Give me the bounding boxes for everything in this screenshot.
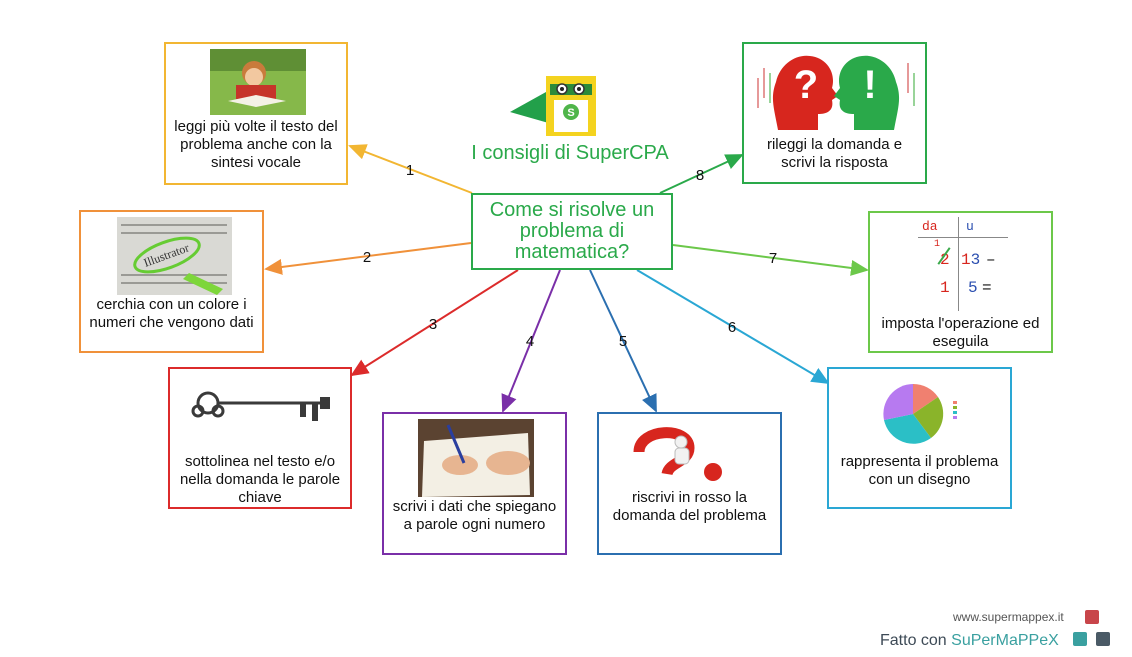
step-node-1[interactable]: leggi più volte il testo del problema an… xyxy=(164,42,348,185)
edge-label-5: 5 xyxy=(618,333,628,350)
footer-brand[interactable]: Fatto con SuPerMaPPeX xyxy=(880,632,1059,650)
footer-prefix: Fatto con xyxy=(880,632,952,649)
teal-square-logo xyxy=(1073,632,1087,646)
map-title: I consigli di SuperCPA xyxy=(471,142,669,164)
question-exclamation-heads-image: ? ! xyxy=(748,48,924,130)
borrow-digit: 1 xyxy=(934,239,941,250)
svg-text:!: ! xyxy=(863,63,876,107)
edge-label-8: 8 xyxy=(695,167,705,184)
edge-label-3: 3 xyxy=(428,316,438,333)
minuend-units: 13 xyxy=(961,251,981,269)
central-question[interactable]: Come si risolve un problema di matematic… xyxy=(471,193,673,270)
minuend-tens: 2 xyxy=(940,251,950,269)
subtrahend-tens: 1 xyxy=(940,279,950,297)
supercpa-mascot: S xyxy=(508,72,600,138)
hand-writing-notebook-image xyxy=(418,419,534,497)
child-reading-book-image xyxy=(210,49,306,115)
column-subtraction: da u 1 2 13 – 1 5 = xyxy=(918,217,1020,313)
edge-label-4: 4 xyxy=(525,333,535,350)
step-node-8[interactable]: ? ! rileggi la domanda e scrivi la rispo… xyxy=(742,42,927,184)
edge-6 xyxy=(636,269,830,385)
subtrahend-units: 5 xyxy=(968,279,978,297)
step-text-2: cerchia con un colore i numeri che vengo… xyxy=(89,296,254,331)
edge-2 xyxy=(264,242,472,275)
step-text-5: riscrivi in rosso la domanda del problem… xyxy=(612,489,767,524)
minus-sign: – xyxy=(986,251,996,269)
column-header-tens: da xyxy=(922,219,938,234)
edge-4 xyxy=(501,269,561,413)
edge-label-1: 1 xyxy=(405,162,415,179)
step-text-7: imposta l'operazione ed eseguila xyxy=(881,315,1040,350)
red-square-logo xyxy=(1085,610,1099,624)
antique-key-image xyxy=(180,381,344,431)
highlighted-newspaper-image: Illustrator xyxy=(117,217,232,295)
step-text-8: rileggi la domanda e scrivi la risposta xyxy=(766,136,903,171)
step-node-6[interactable]: rappresenta il problema con un disegno xyxy=(827,367,1012,509)
central-question-text: Come si risolve un problema di matematic… xyxy=(489,199,655,263)
step-node-4[interactable]: scrivi i dati che spiegano a parole ogni… xyxy=(382,412,567,555)
svg-text:?: ? xyxy=(794,63,818,107)
step-node-3[interactable]: sottolinea nel testo e/o nella domanda l… xyxy=(168,367,352,509)
edge-label-2: 2 xyxy=(362,249,372,266)
edge-1 xyxy=(348,144,473,194)
step-node-5[interactable]: riscrivi in rosso la domanda del problem… xyxy=(597,412,782,555)
step-text-4: scrivi i dati che spiegano a parole ogni… xyxy=(392,498,557,533)
edge-8 xyxy=(659,154,744,194)
footer-url[interactable]: www.supermappex.it xyxy=(953,610,1064,624)
edge-5 xyxy=(589,269,657,413)
red-question-mark-figure-image xyxy=(633,422,729,490)
step-text-1: leggi più volte il testo del problema an… xyxy=(174,118,338,171)
equals-sign: = xyxy=(982,279,992,297)
slate-square-logo xyxy=(1096,632,1110,646)
step-node-7[interactable]: da u 1 2 13 – 1 5 = imposta l'operazione… xyxy=(868,211,1053,353)
edge-label-7: 7 xyxy=(768,250,778,267)
pie-chart-image xyxy=(873,379,973,449)
svg-text:S: S xyxy=(567,107,574,119)
edge-3 xyxy=(350,269,519,377)
footer-brand-name: SuPerMaPPeX xyxy=(951,632,1059,649)
edge-label-6: 6 xyxy=(727,319,737,336)
step-node-2[interactable]: Illustrator cerchia con un colore i nume… xyxy=(79,210,264,353)
edge-7 xyxy=(672,244,869,276)
step-text-6: rappresenta il problema con un disegno xyxy=(840,453,999,488)
column-header-units: u xyxy=(966,219,974,234)
step-text-3: sottolinea nel testo e/o nella domanda l… xyxy=(179,453,341,506)
